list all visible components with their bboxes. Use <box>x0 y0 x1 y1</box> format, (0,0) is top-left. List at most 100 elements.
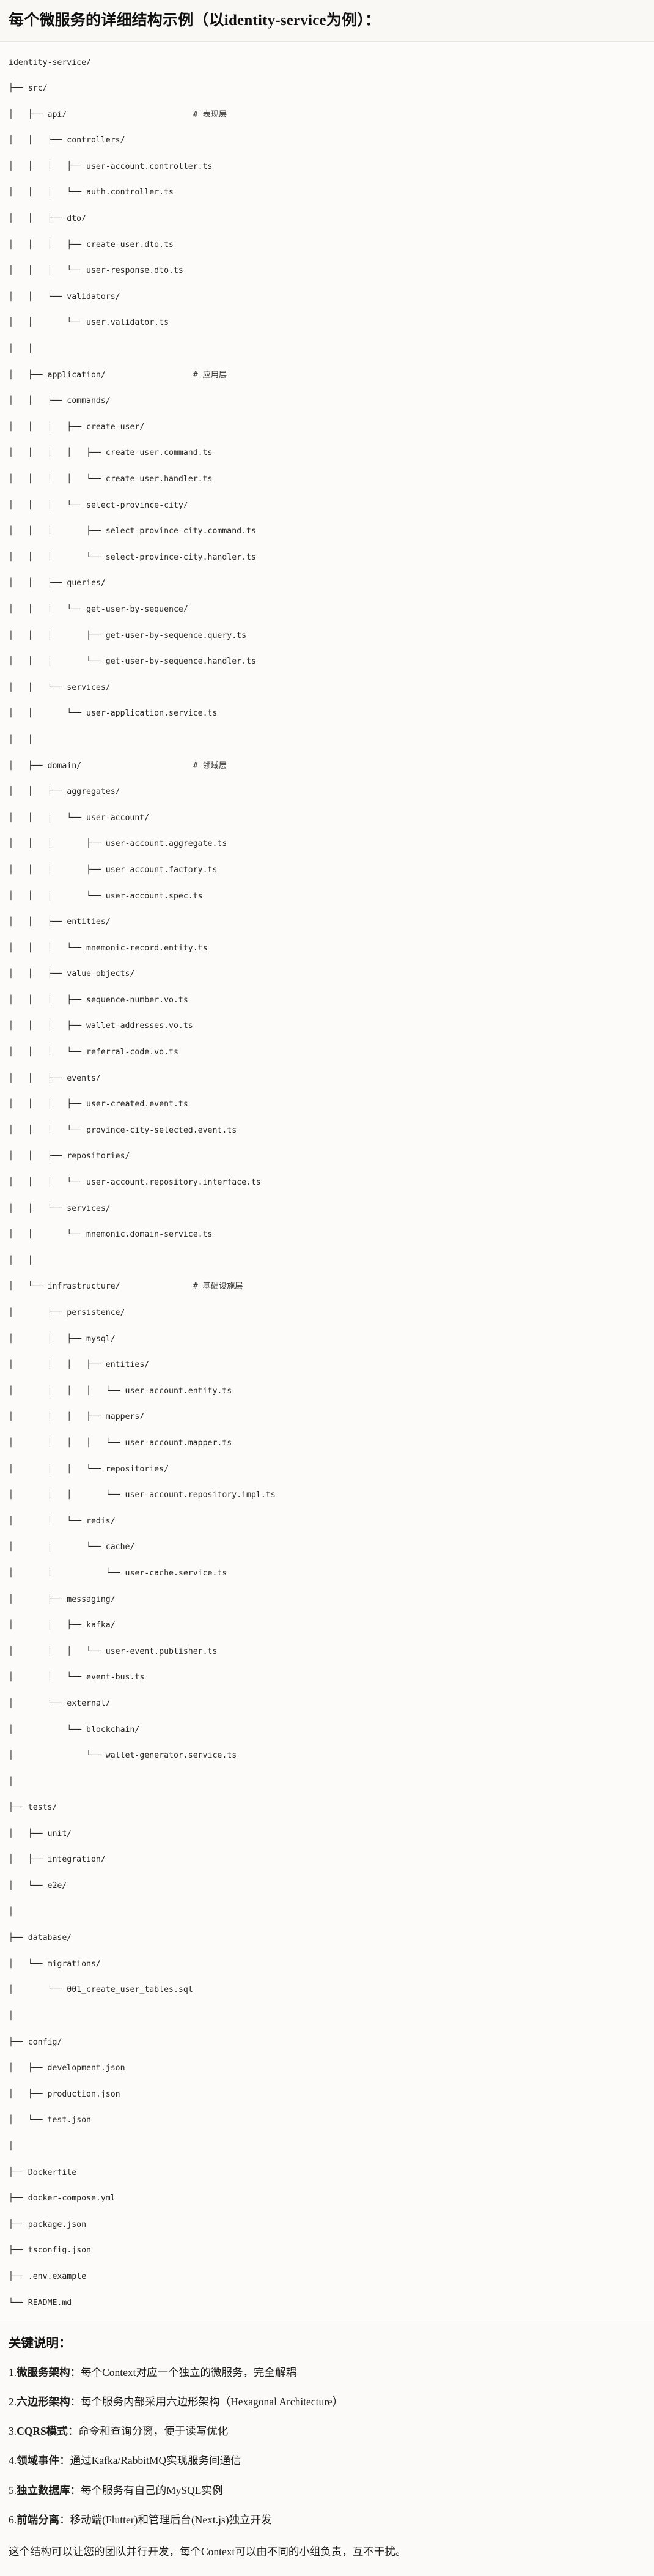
tree-row-label: │ ├── messaging/ <box>9 1594 116 1604</box>
tree-row-label: │ │ │ └── repositories/ <box>9 1464 169 1474</box>
tree-row: │ │ │ ├── wallet-addresses.vo.ts <box>9 1020 645 1032</box>
tree-row: │ ├── application/ # 应用层 <box>9 369 645 382</box>
tree-row-label: │ │ └── user.validator.ts <box>9 318 169 328</box>
tree-row: │ │ │ └── user-event.publisher.ts <box>9 1645 645 1658</box>
tree-row: ├── .env.example <box>9 2270 645 2283</box>
tree-row-label: │ │ │ │ └── create-user.handler.ts <box>9 475 213 484</box>
tree-row-label: │ │ └── validators/ <box>9 292 120 302</box>
tree-row-label: │ <box>9 2142 13 2151</box>
tree-row: │ │ │ └── province-city-selected.event.t… <box>9 1124 645 1137</box>
tree-row: ├── package.json <box>9 2218 645 2231</box>
tree-row-label: │ ├── domain/ <box>9 761 193 771</box>
tree-row: │ │ │ ├── user-account.aggregate.ts <box>9 837 645 850</box>
key-note-index: 1. <box>9 2366 17 2378</box>
tree-row: │ │ ├── kafka/ <box>9 1619 645 1632</box>
tree-row-label: │ <box>9 1777 13 1786</box>
tree-row: │ │ │ └── user-response.dto.ts <box>9 264 645 277</box>
tree-row-label: │ │ │ └── mnemonic-record.entity.ts <box>9 943 208 953</box>
tree-row-label: │ │ │ ├── wallet-addresses.vo.ts <box>9 1021 193 1031</box>
key-note-description: 移动端(Flutter)和管理后台(Next.js)独立开发 <box>70 2513 272 2526</box>
tree-row-label: │ ├── api/ <box>9 109 193 119</box>
tree-row: │ │ └── services/ <box>9 681 645 694</box>
tree-row: │ ├── domain/ # 领域层 <box>9 760 645 772</box>
tree-row: │ <box>9 1775 645 1788</box>
tree-row: │ │ ├── value-objects/ <box>9 968 645 980</box>
tree-row: │ │ │ │ └── user-account.mapper.ts <box>9 1437 645 1449</box>
tree-row-label: │ │ │ ├── mappers/ <box>9 1412 145 1422</box>
tree-row-label: │ │ ├── entities/ <box>9 917 111 927</box>
tree-row-label: │ └── wallet-generator.service.ts <box>9 1751 237 1761</box>
directory-tree-block: identity-service/ ├── src/ │ ├── api/ # … <box>0 41 654 2322</box>
tree-row: │ │ │ └── auth.controller.ts <box>9 186 645 199</box>
tree-row: identity-service/ <box>9 56 645 69</box>
tree-row: ├── database/ <box>9 1931 645 1944</box>
tree-row-label: │ │ │ ├── sequence-number.vo.ts <box>9 995 188 1005</box>
tree-row-label: │ │ │ └── select-province-city.handler.t… <box>9 552 256 562</box>
key-note-description: 命令和查询分离，便于读写优化 <box>78 2425 229 2437</box>
tree-row: │ │ <box>9 733 645 746</box>
tree-row: │ │ │ └── mnemonic-record.entity.ts <box>9 942 645 955</box>
tree-row: │ │ <box>9 1254 645 1267</box>
tree-row: │ │ │ │ ├── create-user.command.ts <box>9 446 645 459</box>
tree-row-label: └── README.md <box>9 2298 72 2308</box>
tree-row-label: identity-service/ <box>9 57 91 67</box>
key-note-description: 每个Context对应一个独立的微服务，完全解耦 <box>81 2366 297 2378</box>
tree-row-label: ├── src/ <box>9 84 48 94</box>
tree-row-label: │ │ ├── commands/ <box>9 396 111 406</box>
tree-row: │ │ │ ├── user-account.controller.ts <box>9 160 645 173</box>
tree-row-label: │ <box>9 2012 13 2021</box>
tree-row-label: ├── config/ <box>9 2037 62 2047</box>
tree-row-label: │ │ ├── queries/ <box>9 579 106 588</box>
tree-row: │ │ ├── aggregates/ <box>9 785 645 798</box>
tree-row: │ │ └── user-cache.service.ts <box>9 1567 645 1580</box>
tree-row: │ │ ├── mysql/ <box>9 1333 645 1345</box>
tree-row-comment: # 基础设施层 <box>193 1282 243 1292</box>
key-note-term: 独立数据库 <box>17 2484 70 2496</box>
tree-row-label: │ │ │ │ └── user-account.entity.ts <box>9 1386 232 1396</box>
directory-tree: identity-service/ ├── src/ │ ├── api/ # … <box>9 56 645 2309</box>
tree-row-label: │ │ ├── mysql/ <box>9 1334 116 1344</box>
key-note-term: 领域事件 <box>17 2454 60 2467</box>
tree-row: │ │ ├── events/ <box>9 1072 645 1085</box>
tree-row-label: ├── database/ <box>9 1933 72 1943</box>
tree-row-label: │ │ │ ├── user-account.controller.ts <box>9 161 213 171</box>
key-note-term: 前端分离 <box>17 2513 60 2526</box>
tree-row-label: │ │ │ ├── create-user.dto.ts <box>9 240 174 250</box>
tree-row-label: ├── Dockerfile <box>9 2167 77 2177</box>
tree-row: │ └── 001_create_user_tables.sql <box>9 1983 645 1996</box>
tree-row-comment: # 表现层 <box>193 109 227 119</box>
key-note-separator: ： <box>70 2395 81 2408</box>
tree-row-comment: # 领域层 <box>193 761 227 771</box>
tree-row: │ │ │ ├── sequence-number.vo.ts <box>9 994 645 1007</box>
key-note-index: 3. <box>9 2425 17 2437</box>
tree-row-label: │ └── 001_create_user_tables.sql <box>9 1985 193 1995</box>
tree-row-label: │ ├── persistence/ <box>9 1308 125 1317</box>
tree-row-label: │ │ ├── kafka/ <box>9 1621 116 1630</box>
tree-row: │ │ │ └── select-province-city.handler.t… <box>9 551 645 564</box>
key-note-separator: ： <box>59 2454 70 2467</box>
tree-row: │ │ │ └── get-user-by-sequence/ <box>9 603 645 616</box>
tree-row: │ └── blockchain/ <box>9 1723 645 1736</box>
key-notes-title: 关键说明： <box>9 2336 72 2350</box>
tree-row-label: │ │ <box>9 1256 33 1265</box>
tree-row: │ └── e2e/ <box>9 1879 645 1892</box>
tree-row-label: ├── tests/ <box>9 1803 57 1813</box>
key-note-term: 微服务架构 <box>17 2366 70 2378</box>
tree-row: │ <box>9 1906 645 1919</box>
tree-row-label: │ │ └── event-bus.ts <box>9 1673 145 1682</box>
tree-row-label: │ <box>9 1907 13 1917</box>
tree-row-label: │ ├── production.json <box>9 2089 120 2099</box>
tree-row: │ │ │ └── user-account.repository.interf… <box>9 1176 645 1189</box>
tree-row-label: │ │ └── redis/ <box>9 1516 116 1526</box>
tree-row-label: │ │ ├── dto/ <box>9 214 87 224</box>
tree-row: ├── docker-compose.yml <box>9 2192 645 2205</box>
tree-row: │ <box>9 2010 645 2023</box>
key-note-separator: ： <box>70 2366 81 2378</box>
tree-row-label: │ └── migrations/ <box>9 1959 101 1969</box>
key-note-term: 六边形架构 <box>17 2395 70 2408</box>
tree-row-label: │ │ │ └── user-account.repository.impl.t… <box>9 1490 276 1500</box>
tree-row: │ │ │ ├── user-account.factory.ts <box>9 864 645 876</box>
tree-row: │ │ └── services/ <box>9 1202 645 1215</box>
tree-row-comment: # 应用层 <box>193 370 227 380</box>
